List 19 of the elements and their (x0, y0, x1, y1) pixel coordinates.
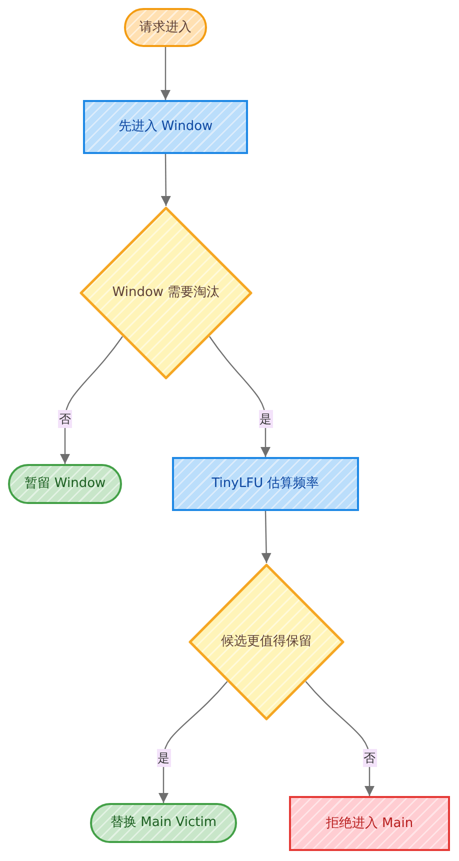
process-box: TinyLFU 估算频率 (172, 457, 359, 511)
edge-label: 是 (156, 749, 170, 767)
arrow (60, 336, 123, 464)
edge-label: 否 (58, 410, 72, 428)
end-terminal: 暂留 Window (8, 464, 122, 504)
process-box: 先进入 Window (83, 100, 248, 154)
process-box: 拒绝进入 Main (289, 796, 450, 851)
arrow (160, 154, 171, 206)
arrow (261, 510, 272, 564)
decision-diamond: 候选更值得保留 (188, 563, 345, 721)
arrow (160, 47, 170, 100)
edge-label: 否 (362, 749, 376, 767)
arrow (209, 336, 270, 457)
decision-diamond: Window 需要淘汰 (79, 206, 253, 380)
edge-label: 是 (258, 410, 272, 428)
start-terminal: 请求进入 (124, 8, 207, 47)
end-terminal: 替换 Main Victim (90, 803, 237, 843)
arrow (158, 681, 228, 803)
arrow (305, 681, 374, 796)
